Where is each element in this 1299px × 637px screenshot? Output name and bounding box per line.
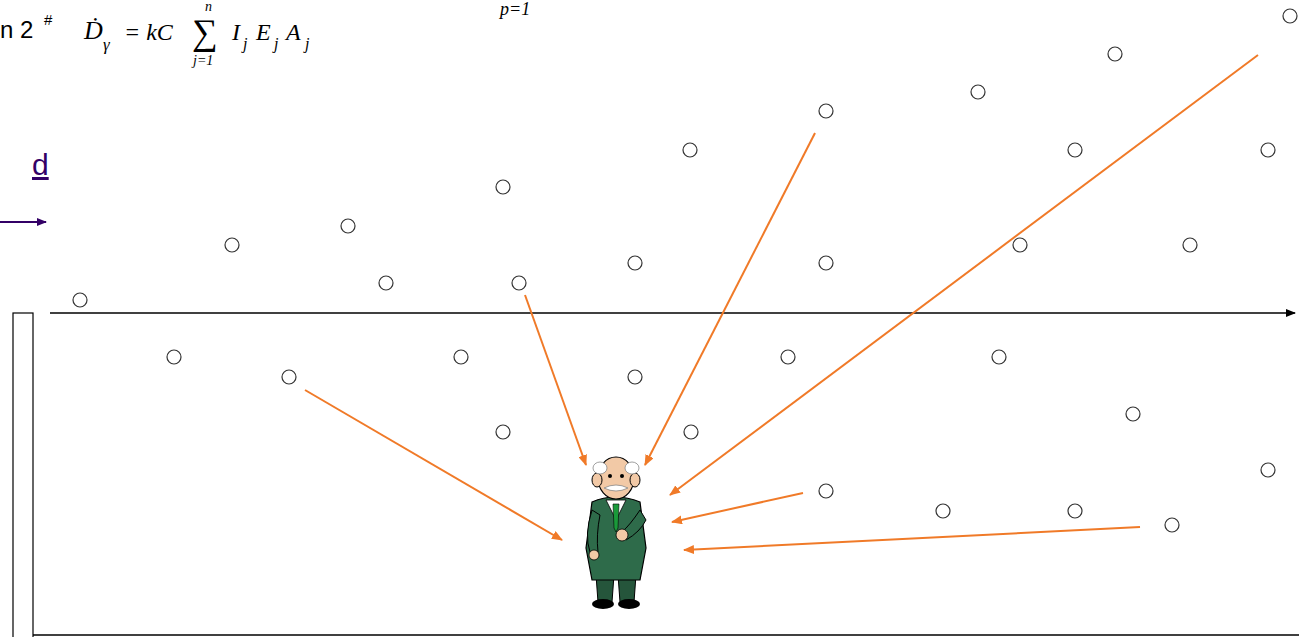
ground-line	[33, 634, 1299, 636]
formula-subscript: j	[274, 36, 278, 52]
formula-subscript: j	[305, 36, 309, 52]
formula-symbol: A	[286, 20, 301, 44]
receptor-person	[586, 457, 646, 609]
summation-sign: ∑	[192, 14, 218, 50]
formula-fragment: p=1	[500, 0, 530, 18]
formula-symbol: E	[256, 20, 271, 44]
slide-heading-fragment: n 2	[0, 18, 33, 42]
superscript-mark: #	[44, 12, 52, 27]
formula-symbol: = kC	[124, 20, 173, 44]
summation-limit: n	[205, 0, 212, 14]
summation-limit: j=1	[193, 54, 213, 68]
formula-symbol: I	[232, 20, 240, 44]
formula-symbol: Ḋ	[84, 18, 103, 44]
formula-subscript: γ	[103, 36, 110, 53]
radiation-rays	[305, 55, 1258, 550]
wind-label: d	[32, 150, 49, 180]
wind-arrow	[0, 221, 46, 223]
plume-axis	[50, 312, 1295, 314]
stack	[13, 313, 33, 637]
particles	[73, 9, 1297, 532]
formula-subscript: j	[243, 36, 247, 52]
